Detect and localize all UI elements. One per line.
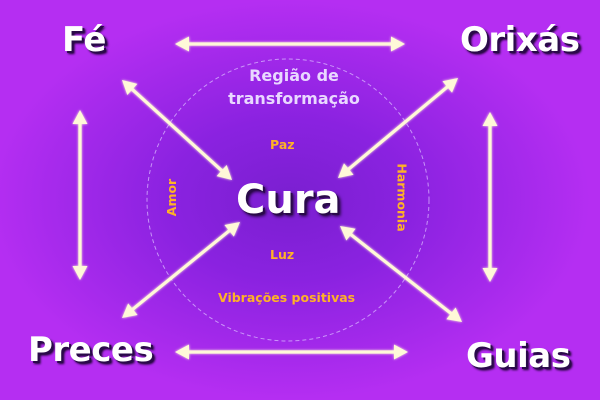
arrow-guias-cura-head-start: [446, 307, 462, 322]
arrow-preces-cura-shaft: [128, 227, 234, 313]
arrow-fe-cura-head-end: [216, 165, 232, 180]
arrow-orixas-cura-head-start: [442, 78, 458, 93]
arrow-orixas-guias: [482, 112, 498, 282]
transformation-region-circle: [146, 58, 430, 342]
region-title: Região de transformação: [194, 64, 394, 110]
arrow-guias-cura: [340, 226, 462, 322]
arrow-orixas-cura-head-end: [338, 163, 354, 178]
word-paz: Paz: [270, 137, 295, 152]
center-label-cura: Cura: [236, 177, 341, 223]
arrow-preces-cura-head-end: [224, 222, 240, 237]
arrow-preces-guias: [175, 344, 408, 360]
arrow-fe-preces-head-end: [72, 266, 88, 280]
region-title-line1: Região de: [249, 66, 339, 85]
arrow-guias-cura-head-end: [340, 226, 356, 241]
corner-label-preces: Preces: [28, 330, 154, 370]
arrow-fe-preces-head-start: [72, 110, 88, 124]
arrow-fe-orixas-head-end: [391, 36, 405, 52]
arrow-fe-orixas: [175, 36, 405, 52]
arrow-guias-cura-shaft: [347, 231, 455, 317]
corner-label-guias: Guias: [466, 336, 571, 376]
arrow-preces-guias-head-start: [175, 344, 189, 360]
corner-label-orixas: Orixás: [460, 20, 580, 60]
arrow-fe-cura: [122, 80, 232, 180]
arrow-fe-cura-head-start: [122, 80, 138, 95]
arrow-preces-cura-head-start: [122, 303, 138, 318]
arrow-fe-cura-shaft: [128, 85, 226, 175]
arrow-orixas-guias-head-end: [482, 268, 498, 282]
arrow-orixas-guias-head-start: [482, 112, 498, 126]
arrow-orixas-cura: [338, 78, 458, 178]
arrow-fe-orixas-head-start: [175, 36, 189, 52]
corner-label-fe: Fé: [62, 20, 106, 60]
region-title-line2: transformação: [228, 89, 360, 108]
word-vibracoes-positivas: Vibrações positivas: [218, 290, 356, 305]
arrow-preces-guias-head-end: [394, 344, 408, 360]
arrow-orixas-cura-shaft: [344, 83, 452, 173]
word-harmonia: Harmonia: [394, 163, 410, 232]
word-amor: Amor: [164, 178, 180, 217]
arrow-fe-preces: [72, 110, 88, 280]
word-luz: Luz: [270, 247, 295, 262]
arrow-preces-cura: [122, 222, 240, 318]
